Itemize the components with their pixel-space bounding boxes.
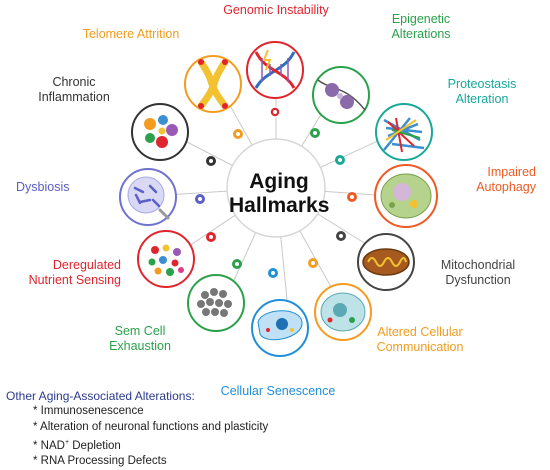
connector-dots xyxy=(195,106,357,278)
autophagy-cell-icon xyxy=(374,164,438,228)
label-deregulated-nutrient-sensing: Deregulated Nutrient Sensing xyxy=(28,258,121,287)
label-epigenetic-alterations: Epigenetic Alterations xyxy=(391,12,451,41)
senescent-cell-icon xyxy=(251,299,309,357)
chromosome-icon xyxy=(184,55,242,113)
mitochondria-icon xyxy=(357,233,415,291)
center-title-line2: Hallmarks xyxy=(229,194,330,217)
microbiome-icon xyxy=(119,168,177,226)
nutrient-icon xyxy=(137,230,195,288)
label-telomere-attrition: Telomere Attrition xyxy=(82,27,180,41)
inflammation-icon xyxy=(131,103,189,161)
list-item: Immunosenescence xyxy=(33,404,268,420)
label-chronic-inflammation: Chronic Inflammation xyxy=(38,75,110,104)
label-proteostasis-alteration: Proteostasis Alteration xyxy=(447,77,517,106)
label-cellular-senescence: Cellular Senescence xyxy=(220,384,336,398)
center-title: Aging Hallmarks xyxy=(229,170,329,218)
label-dysbiosis: Dysbiosis xyxy=(16,180,70,194)
epigenetic-icon xyxy=(312,66,370,124)
stem-cell-icon xyxy=(187,274,245,332)
label-genomic-instability: Genomic Instability xyxy=(223,3,329,17)
label-mitochondrial-dysfunction: Mitochondrial Dysfunction xyxy=(440,258,516,287)
other-alterations: Other Aging-Associated Alterations: Immu… xyxy=(6,388,268,470)
label-impaired-autophagy: Impaired Autophagy xyxy=(476,165,536,194)
cell-communication-icon xyxy=(314,283,372,341)
other-alterations-heading: Other Aging-Associated Alterations: xyxy=(6,389,195,403)
list-item: NAD+ Depletion xyxy=(33,435,268,454)
protein-icon xyxy=(375,103,433,161)
other-alterations-list: Immunosenescence Alteration of neuronal … xyxy=(6,404,268,470)
list-item: RNA Processing Defects xyxy=(33,454,268,470)
dna-icon xyxy=(246,41,304,99)
center-circle xyxy=(226,138,326,238)
center-title-line1: Aging xyxy=(249,170,309,193)
label-stem-cell-exhaustion: Sem Cell Exhaustion xyxy=(109,324,171,353)
list-item: Alteration of neuronal functions and pla… xyxy=(33,420,268,436)
label-altered-cellular-communication: Altered Cellular Communication xyxy=(376,325,464,354)
